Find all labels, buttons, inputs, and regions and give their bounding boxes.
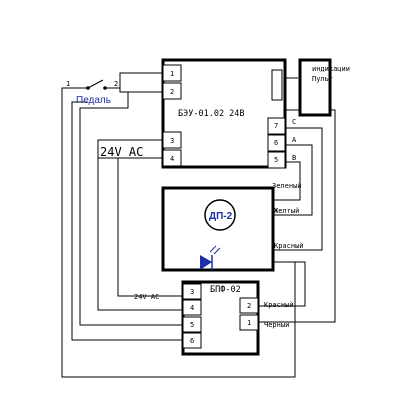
dp2-label: ДП-2	[209, 211, 233, 222]
beu-pin-4-box	[162, 149, 182, 167]
wire-beu4	[117, 157, 183, 297]
bpf-pin-1: 1	[247, 319, 251, 327]
beu-pin-2-box	[162, 82, 182, 100]
beu-pin-3-box	[162, 131, 182, 149]
bpf-title: БПФ-02	[210, 285, 241, 295]
wire-beu6	[272, 144, 313, 216]
bpf-pin-5-box	[182, 316, 202, 333]
beu-pin-7-box	[267, 117, 286, 135]
bpf-pin-4-box	[182, 299, 202, 316]
wire-color-red-upper: Красный	[274, 242, 304, 250]
wire-color-yellow: Желтый	[274, 207, 299, 215]
led-ray-1	[209, 245, 217, 253]
beu-unit: 1 2 3 4 7 6 5 БЭУ-01.02 24В C A B	[161, 58, 297, 169]
indication-box: индикации Пульт	[298, 58, 350, 117]
beu-ind-socket	[271, 69, 283, 101]
beu-wire-a: A	[292, 136, 297, 144]
supply-main-label: 24V AC	[100, 145, 143, 159]
beu-frame	[161, 58, 287, 169]
wire-beu5	[272, 161, 301, 201]
beu-pin-6: 6	[274, 139, 278, 147]
wire-pedal-pin2	[119, 88, 163, 93]
bpf-pin-2-box	[239, 297, 259, 314]
wire-beu2-bpf5	[79, 91, 183, 326]
beu-pin-2: 2	[170, 88, 174, 96]
bpf-pin-6: 6	[190, 337, 194, 345]
beu-pin-5: 5	[274, 156, 278, 164]
led-ray-2	[213, 247, 221, 255]
wire-beu7	[272, 127, 323, 251]
wire-color-green: Зеленый	[272, 182, 302, 190]
pedal-lever	[87, 79, 104, 89]
beu-wire-b: B	[292, 154, 296, 162]
pedal-contact-2	[103, 86, 107, 90]
beu-pin-6-box	[267, 134, 286, 152]
wire-beu3	[97, 139, 183, 311]
pedal-label: Педаль	[76, 95, 111, 106]
indication-line2: Пульт	[312, 75, 333, 83]
bpf-unit: 3 4 5 6 2 1 БПФ-02	[181, 280, 260, 356]
wire-bpf6	[71, 101, 183, 341]
beu-title: БЭУ-01.02 24В	[178, 109, 245, 119]
dp2-unit: ДП-2	[161, 186, 275, 272]
pedal-pin-2: 2	[114, 80, 118, 88]
wire-bpf2	[258, 261, 306, 307]
bpf-pin-4: 4	[190, 304, 194, 312]
beu-pin-7: 7	[274, 122, 278, 130]
bpf-pin-5: 5	[190, 321, 194, 329]
bpf-supply-label: 24V AC	[134, 293, 159, 301]
beu-pin-5-box	[267, 151, 286, 169]
beu-pin-4: 4	[170, 155, 174, 163]
beu-pin-3: 3	[170, 137, 174, 145]
led-icon	[200, 255, 212, 270]
dp2-sensor	[204, 199, 236, 231]
pedal-pin-1: 1	[66, 80, 70, 88]
bpf-pin-2: 2	[247, 302, 251, 310]
beu-pin-1-box	[162, 64, 182, 82]
beu-wire-c: C	[292, 118, 296, 126]
indication-line1: индикации	[312, 65, 350, 73]
beu-pin-1: 1	[170, 70, 174, 78]
wire-color-black: Черный	[264, 321, 289, 329]
bpf-pin-3: 3	[190, 288, 194, 296]
pedal-switch: 1 2 Педаль	[66, 79, 118, 106]
bpf-pin-3-box	[182, 283, 202, 300]
bpf-pin-6-box	[182, 332, 202, 349]
indication-frame	[298, 58, 332, 117]
bpf-pin-1-box	[239, 314, 259, 331]
wire-pedal-a	[105, 72, 163, 89]
wire-color-red-lower: Красный	[264, 301, 294, 309]
